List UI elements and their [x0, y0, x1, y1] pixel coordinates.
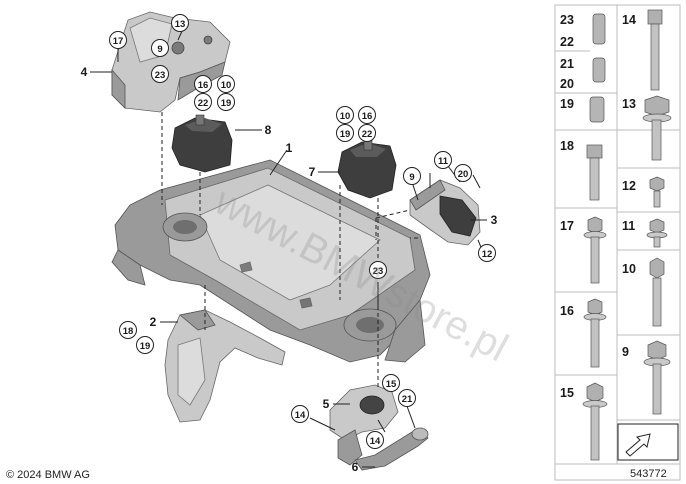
assembly-lines [161, 112, 418, 390]
panel-number-12: 12 [622, 179, 636, 193]
panel-number-22: 22 [560, 35, 574, 49]
callout-16a: 16 [198, 80, 209, 91]
callout-18: 18 [123, 326, 134, 337]
engine-bracket [111, 11, 231, 113]
part-number-5: 5 [323, 397, 330, 411]
panel-number-13: 13 [622, 97, 636, 111]
part-number-6: 6 [352, 460, 359, 474]
callout-11: 11 [438, 156, 449, 167]
panel-number-20: 20 [560, 77, 574, 91]
panel-number-11: 11 [622, 219, 635, 233]
callout-labels: 13 17 9 23 16 10 22 19 10 16 19 22 11 20… [113, 19, 493, 447]
panel-number-16: 16 [560, 304, 574, 318]
callout-15: 15 [386, 379, 397, 390]
callout-22b: 22 [362, 129, 373, 140]
callout-9a: 9 [157, 44, 162, 55]
callout-22a: 22 [198, 98, 209, 109]
mount-8 [171, 114, 233, 173]
direction-arrow-icon [617, 423, 679, 461]
bracket-2 [164, 309, 286, 423]
panel-number-23: 23 [560, 13, 574, 27]
panel-number-19: 19 [560, 97, 574, 111]
panel-number-17: 17 [560, 219, 574, 233]
mount-7 [337, 139, 397, 199]
callout-17: 17 [113, 36, 124, 47]
panel-number-15: 15 [560, 386, 574, 400]
part-number-4: 4 [81, 65, 88, 79]
panel-number-10: 10 [622, 262, 636, 276]
callout-9b: 9 [409, 172, 414, 183]
callout-13: 13 [175, 19, 186, 30]
part-number-1: 1 [286, 141, 293, 155]
callout-23a: 23 [155, 70, 166, 81]
parts-panel: 23 22 14 21 20 19 13 18 12 17 11 10 16 9… [554, 4, 681, 481]
part-number-3: 3 [491, 213, 498, 227]
copyright-text: © 2024 BMW AG [6, 469, 90, 481]
callout-19a: 19 [221, 98, 232, 109]
part-number-8: 8 [265, 123, 272, 137]
callout-circles [109, 14, 496, 449]
torque-rod [329, 384, 429, 471]
callout-10a: 10 [221, 80, 232, 91]
panel-number-9: 9 [622, 345, 629, 359]
callout-16b: 16 [362, 111, 373, 122]
callout-12: 12 [482, 249, 493, 260]
part-numbers: 4 8 1 7 3 2 5 6 [81, 65, 498, 474]
callout-10b: 10 [340, 111, 351, 122]
fastener-drawings [582, 9, 672, 461]
callout-19b: 19 [340, 129, 351, 140]
panel-number-14: 14 [622, 13, 636, 27]
callout-23b: 23 [373, 266, 384, 277]
panel-number-18: 18 [560, 139, 574, 153]
callout-19c: 19 [140, 341, 151, 352]
part-number-2: 2 [150, 315, 157, 329]
subframe-carrier [111, 159, 431, 363]
callout-21: 21 [402, 394, 413, 405]
bracket-3 [409, 179, 481, 246]
part-number-7: 7 [309, 165, 316, 179]
callout-14a: 14 [295, 410, 306, 421]
image-number: 543772 [630, 468, 667, 480]
panel-number-21: 21 [560, 57, 574, 71]
callout-20: 20 [458, 169, 469, 180]
callout-14b: 14 [370, 436, 381, 447]
